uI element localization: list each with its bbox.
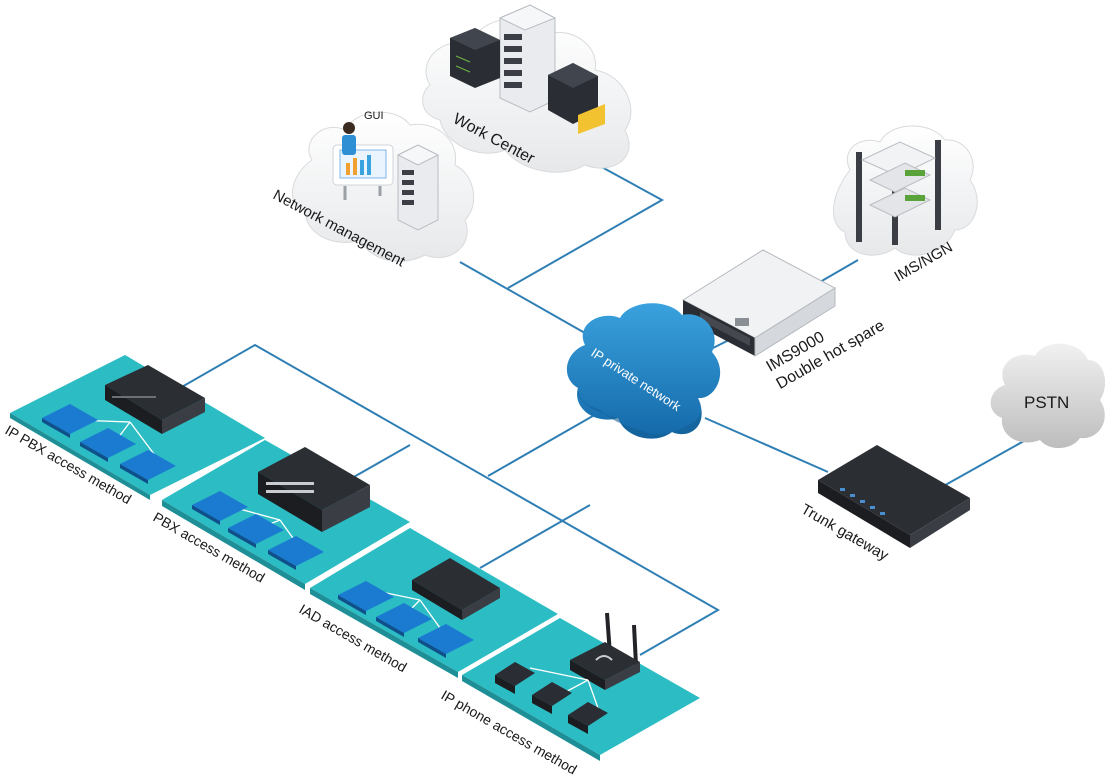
phone-icon [228, 514, 284, 548]
phone-icon [418, 624, 474, 658]
operator-desk-icon [332, 122, 394, 200]
link-trunk [704, 417, 829, 473]
link-imsngn [819, 259, 859, 283]
ip-private-network-group: IP private network [566, 303, 721, 439]
phone-icon [120, 450, 176, 484]
trunk-gateway-group: Trunk gateway [798, 445, 970, 565]
pstn-label: PSTN [1024, 393, 1069, 412]
pstn-cloud [990, 343, 1105, 448]
trunk-gateway-device-icon [818, 445, 970, 548]
network-management-group: GUI Network management [270, 110, 475, 271]
router-icon [570, 612, 640, 690]
ims-ngn-rack-icon [856, 140, 941, 245]
link-core-down [487, 404, 613, 477]
ip-phone-platform [462, 618, 700, 755]
pbx-platform [162, 440, 410, 584]
ip-private-network-cloud [566, 303, 721, 439]
gui-label: GUI [364, 110, 384, 122]
iad-device-icon [412, 558, 500, 620]
phone-icon [268, 536, 324, 570]
ip-phone-icon [532, 682, 572, 714]
phone-icon [42, 404, 98, 438]
ims9000-server-icon [681, 249, 837, 357]
server-rack-icon [498, 4, 557, 113]
phone-icon [376, 603, 432, 637]
ims-ngn-group: IMS/NGN [833, 125, 978, 285]
phone-icon [338, 581, 394, 615]
ip-phone-icon [568, 702, 608, 734]
pbx-access-group: PBX access method [151, 440, 410, 590]
ip-private-network-cloud-base [577, 388, 702, 439]
server-unit-icon [548, 63, 605, 134]
server-rack-icon [396, 144, 440, 231]
link-ippbx [179, 343, 721, 656]
ip-pbx-platform [10, 355, 265, 495]
server-unit-icon [450, 28, 500, 88]
ip-phone-icon [495, 662, 535, 694]
pbx-device-icon [258, 447, 370, 532]
iad-access-group: IAD access method [297, 528, 558, 678]
link-iad [479, 504, 591, 569]
link-pbx [351, 444, 411, 479]
phone-icon [192, 491, 248, 525]
pstn-group: PSTN [990, 343, 1105, 448]
ip-pbx-switch-icon [105, 365, 205, 434]
phone-icon [80, 428, 136, 462]
connection-lines [179, 164, 1041, 656]
link-workcenter [507, 164, 665, 289]
work-center-group: Work Center [422, 4, 632, 173]
